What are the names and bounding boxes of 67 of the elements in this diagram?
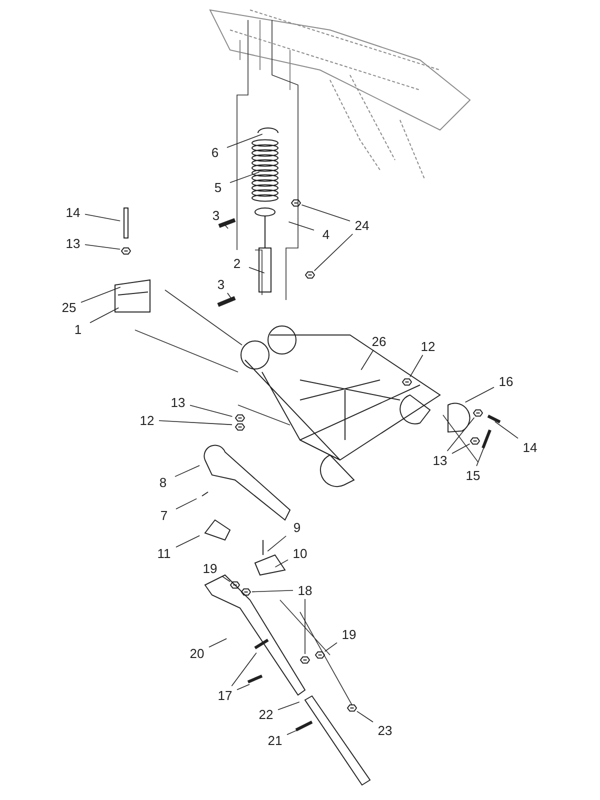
leader-line bbox=[360, 350, 374, 370]
leader-line bbox=[356, 710, 374, 722]
callout-number: 24 bbox=[354, 218, 370, 232]
callout-number: 16 bbox=[498, 374, 514, 388]
callout-number: 19 bbox=[202, 562, 218, 574]
callout-number: 15 bbox=[466, 468, 480, 482]
leader-line bbox=[190, 404, 233, 417]
leader-line bbox=[84, 214, 120, 222]
leader-line bbox=[252, 590, 294, 592]
callout-number: 2 bbox=[233, 256, 241, 270]
callout-number: 7 bbox=[160, 508, 168, 522]
callout-number: 21 bbox=[268, 734, 282, 746]
leader-line bbox=[464, 386, 494, 403]
callout-number: 5 bbox=[214, 180, 222, 194]
callout-number: 13 bbox=[66, 236, 80, 250]
callout-number: 8 bbox=[159, 476, 167, 488]
leader-line bbox=[224, 224, 228, 229]
leader-line bbox=[176, 535, 200, 548]
leader-line bbox=[222, 576, 230, 582]
leader-line bbox=[90, 307, 120, 324]
leader-line bbox=[267, 536, 286, 552]
callout-number: 14 bbox=[66, 206, 80, 218]
callout-number: 12 bbox=[140, 414, 154, 426]
callout-number: 1 bbox=[74, 322, 82, 336]
leader-line bbox=[452, 443, 470, 454]
leader-line bbox=[494, 421, 518, 439]
leader-line bbox=[248, 266, 265, 274]
callout-number: 4 bbox=[322, 228, 330, 240]
leader-line bbox=[208, 638, 227, 648]
leader-line bbox=[80, 286, 121, 303]
leader-line bbox=[324, 642, 338, 652]
callout-number: 11 bbox=[157, 546, 171, 560]
callout-number: 10 bbox=[292, 546, 308, 560]
callout-number: 3 bbox=[212, 208, 220, 222]
callout-number: 9 bbox=[293, 520, 301, 534]
leader-line bbox=[226, 134, 263, 148]
callout-number: 23 bbox=[378, 724, 392, 736]
leader-line bbox=[230, 172, 260, 184]
leader-line bbox=[231, 652, 257, 686]
callout-number: 3 bbox=[217, 278, 225, 290]
callout-number: 13 bbox=[170, 396, 186, 408]
leader-line bbox=[227, 292, 233, 301]
callout-number: 18 bbox=[298, 584, 312, 596]
leader-line bbox=[176, 498, 198, 510]
leader-line bbox=[446, 417, 475, 452]
callout-number: 14 bbox=[522, 440, 538, 454]
callout-number: 25 bbox=[62, 300, 76, 314]
callout-number: 22 bbox=[258, 708, 274, 720]
leader-line bbox=[288, 221, 314, 230]
leader-line bbox=[274, 559, 288, 568]
leader-line bbox=[84, 244, 120, 250]
leader-line bbox=[278, 702, 300, 710]
callout-number: 17 bbox=[218, 688, 232, 702]
callout-number: 20 bbox=[190, 646, 204, 660]
callout-number: 26 bbox=[372, 334, 386, 348]
leader-line bbox=[286, 730, 297, 736]
leader-line bbox=[301, 204, 350, 222]
callout-number: 13 bbox=[432, 454, 448, 466]
leader-line bbox=[158, 420, 232, 426]
callout-number: 12 bbox=[420, 340, 436, 352]
leader-line bbox=[304, 598, 306, 654]
leader-line bbox=[174, 465, 200, 477]
leader-line bbox=[410, 354, 424, 378]
callout-number: 6 bbox=[211, 146, 219, 158]
callout-number: 19 bbox=[342, 628, 356, 640]
leader-line bbox=[236, 684, 250, 690]
leader-line bbox=[314, 234, 354, 272]
